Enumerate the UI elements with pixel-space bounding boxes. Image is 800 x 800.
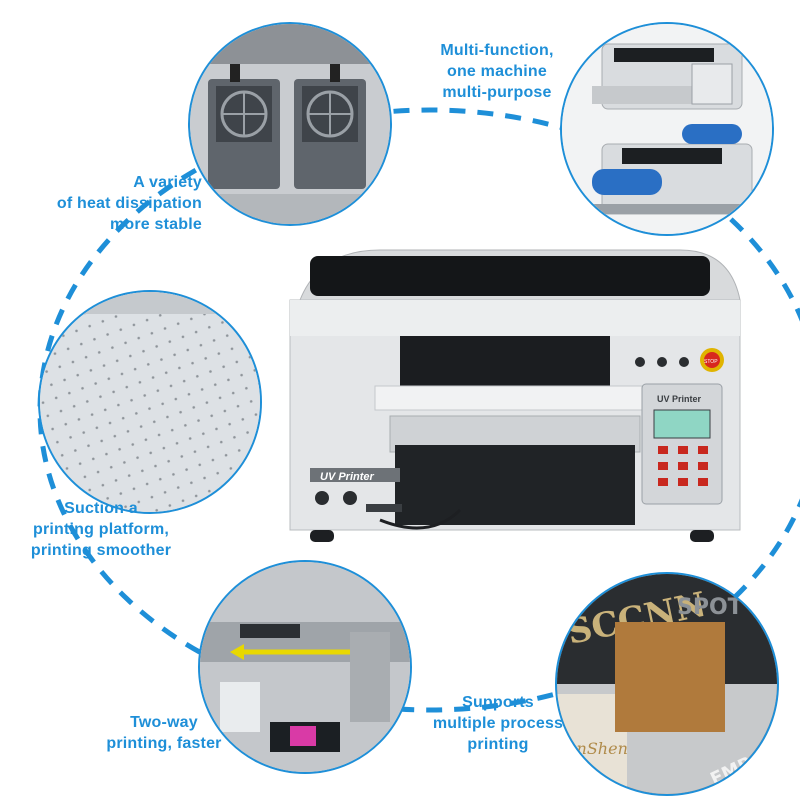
suction-platform-caption: Suction a printing platform, printing sm… (6, 498, 196, 561)
process-line-1: Supports (462, 694, 534, 711)
heat-dissipation-line-1: A variety (133, 174, 202, 191)
fan-icon (216, 86, 272, 142)
multi-function-line-1: Multi-function, (440, 42, 554, 59)
body-label: UV Printer (320, 471, 375, 483)
sample-name-text: anShen (567, 739, 628, 758)
suction-platform-line-3: printing smoother (30, 542, 172, 559)
heat-dissipation-photo (188, 22, 392, 226)
multi-function-photo (560, 22, 774, 236)
two-way-caption: Two-way printing, faster (94, 712, 234, 754)
process-samples-photo: SCCNN SPOT UV anShen EMBOSS (555, 572, 779, 796)
emergency-stop-button: STOP (700, 348, 724, 372)
two-way-photo (198, 560, 412, 774)
process-caption: Supports multiple process printing (424, 692, 572, 755)
panel-label: UV Printer (657, 394, 702, 404)
suction-platform-line-1: Suction a (64, 500, 138, 517)
multi-function-line-2: one machine (446, 63, 547, 80)
suction-platform-photo (38, 290, 262, 514)
multi-function-caption: Multi-function, one machine multi-purpos… (422, 40, 572, 103)
process-line-2: multiple process (432, 715, 564, 732)
heat-dissipation-line-2: of heat dissipation (56, 195, 202, 212)
uv-printer-illustration: UV Printer UV Printer STOP (280, 240, 760, 550)
heat-dissipation-line-3: more stable (109, 216, 202, 233)
heat-dissipation-caption: A variety of heat dissipation more stabl… (40, 172, 202, 235)
stop-label: STOP (704, 359, 718, 365)
multi-function-line-3: multi-purpose (442, 84, 552, 101)
fan-icon (302, 86, 358, 142)
two-way-line-2: printing, faster (106, 735, 222, 752)
suction-platform-line-2: printing platform, (32, 521, 170, 538)
two-way-line-1: Two-way (130, 714, 198, 731)
control-buttons (658, 446, 708, 486)
lcd-screen (653, 409, 711, 439)
process-line-3: printing (467, 736, 529, 753)
